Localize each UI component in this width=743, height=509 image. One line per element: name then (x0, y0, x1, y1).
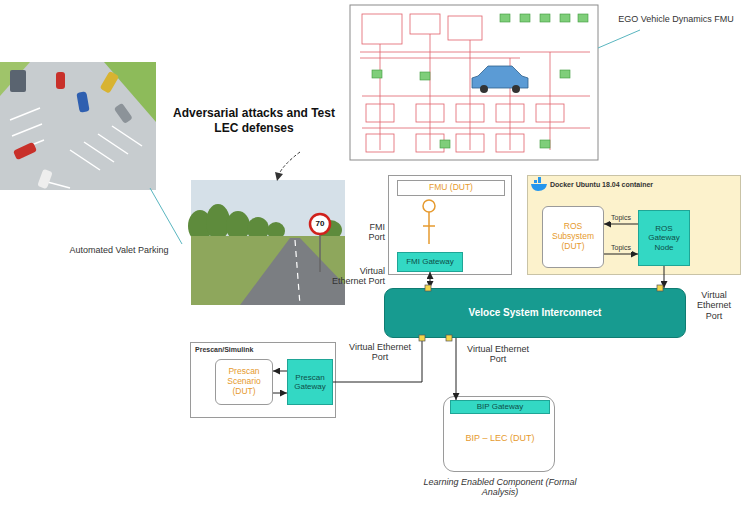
node-text: ROS Subsystem (DUT) (545, 222, 601, 251)
text-holder: Automated Valet Parking (60, 245, 178, 255)
edge-label: Topics (610, 214, 632, 222)
parking-picture (0, 62, 156, 190)
gateway-box: FMI Gateway (397, 252, 463, 272)
node-text: FMI Gateway (406, 257, 454, 266)
arrow-head (275, 172, 283, 181)
port-label: Virtual Ethernet Port (689, 290, 739, 321)
text-holder: EGO Vehicle Dynamics FMU (612, 14, 740, 24)
text-holder: Virtual Ethernet Port (462, 344, 534, 365)
text-holder: Virtual Ethernet Port (345, 342, 415, 363)
connector (273, 371, 287, 372)
text-holder: Adversarial attacks and Test LEC defense… (160, 106, 348, 136)
connector (664, 266, 665, 288)
text-holder: Topics (610, 214, 632, 222)
road-picture (188, 180, 345, 305)
fmu-symbol (423, 200, 435, 244)
node-text: Learning Enabled Component (Formal Analy… (420, 477, 580, 498)
schematic-picture (350, 5, 598, 160)
picture-label: Automated Valet Parking (60, 245, 178, 255)
gateway-box: ROS Gateway Node (638, 210, 690, 266)
text-holder: FMI Port (353, 222, 385, 243)
text-holder: Prescan/Simulink (195, 346, 315, 354)
dashed-arrow (279, 152, 300, 174)
node-text: ROS Gateway Node (641, 224, 687, 252)
connector (456, 338, 457, 400)
port-label: Virtual Ethernet Port (345, 342, 415, 363)
node-text: Docker Ubuntu 18.04 container (550, 181, 730, 189)
node-text: Prescan/Simulink (195, 346, 315, 354)
car-icon (472, 66, 528, 93)
dut-box: Prescan Scenario (DUT) (215, 359, 273, 405)
dut-box: ROS Subsystem (DUT) (542, 206, 604, 268)
connector (604, 224, 638, 225)
node-text: Veloce System Interconnect (469, 307, 602, 319)
speed-number: 70 (310, 219, 330, 229)
text-holder: Docker Ubuntu 18.04 container (550, 181, 730, 189)
figure-heading: Adversarial attacks and Test LEC defense… (160, 106, 348, 136)
connector (273, 393, 287, 394)
connector (604, 254, 638, 255)
fmu-container: FMI PortFMU (DUT)FMI Gateway (388, 175, 512, 275)
leader-line (150, 188, 182, 244)
node-text: FMU (DUT) (429, 183, 473, 193)
edge-label: Topics (610, 244, 632, 252)
leader-line (598, 30, 640, 48)
port-label: Virtual Ethernet Port (325, 266, 385, 287)
port-label: Virtual Ethernet Port (462, 344, 534, 365)
connector (333, 338, 422, 382)
text-holder: BIP – LEC (DUT) (444, 433, 556, 443)
text-holder: Virtual Ethernet Port (689, 290, 739, 321)
node-text: FMI Port (353, 222, 385, 243)
node-text: Prescan Scenario (DUT) (218, 367, 270, 396)
text-holder: Virtual Ethernet Port (325, 266, 385, 287)
interconnect-bar: Veloce System Interconnect (384, 288, 686, 338)
lec-box: BIP – LEC (DUT)Learning Enabled Componen… (443, 396, 555, 472)
simulator-box: Prescan/SimulinkPrescan Scenario (DUT) Pr… (190, 342, 336, 418)
node-text: BIP Gateway (477, 402, 524, 411)
node-text: Prescan Gateway (290, 373, 330, 391)
gateway-box: Prescan Gateway (287, 359, 333, 405)
text-holder: Learning Enabled Component (Formal Analy… (420, 477, 580, 498)
gateway-box: BIP Gateway (450, 400, 550, 414)
text-holder: Topics (610, 244, 632, 252)
node-text: BIP – LEC (DUT) (444, 433, 556, 443)
dut-box: FMU (DUT) (397, 180, 505, 196)
picture-label: EGO Vehicle Dynamics FMU (612, 14, 740, 24)
container-box: Docker Ubuntu 18.04 containerROS Subsyst… (527, 175, 741, 275)
text-holder: 70 (310, 219, 330, 229)
